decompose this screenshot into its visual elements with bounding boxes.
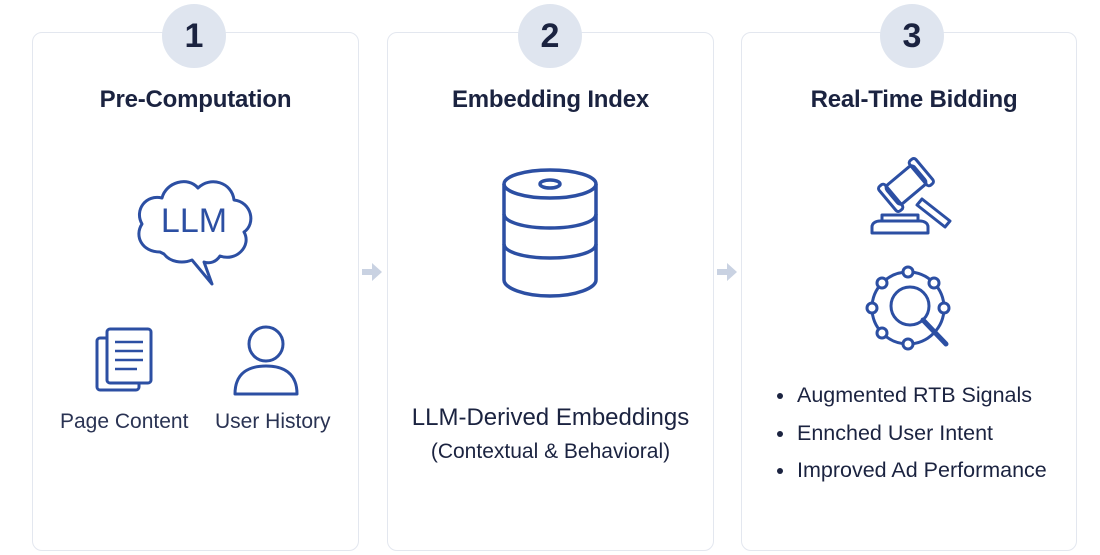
step-number-badge: 1 xyxy=(162,4,226,68)
document-icon xyxy=(95,327,153,392)
arrow-right-icon xyxy=(362,263,382,281)
step-title: Real-Time Bidding xyxy=(810,86,1018,113)
user-history-label: User History xyxy=(215,410,331,433)
step-panel-pre-computation xyxy=(32,32,359,551)
step-title: Embedding Index xyxy=(451,86,650,113)
database-icon xyxy=(502,168,598,298)
network-search-icon xyxy=(865,265,951,351)
step-panel-real-time-bidding xyxy=(741,32,1077,551)
step-number-badge: 2 xyxy=(518,4,582,68)
embeddings-title: LLM-Derived Embeddings xyxy=(411,404,690,431)
list-item: Augmented RTB Signals xyxy=(775,380,1047,418)
step-title: Pre-Computation xyxy=(99,86,292,113)
list-item: Ennched User Intent xyxy=(775,418,1047,456)
benefits-list: Augmented RTB Signals Ennched User Inten… xyxy=(775,380,1047,493)
step-number-badge: 3 xyxy=(880,4,944,68)
page-content-label: Page Content xyxy=(60,410,189,433)
embeddings-subtitle: (Contextual & Behavioral) xyxy=(430,440,671,463)
gavel-icon xyxy=(870,157,952,235)
user-icon xyxy=(233,325,299,396)
llm-icon-text: LLM xyxy=(161,202,227,240)
llm-cloud-icon: LLM xyxy=(137,180,253,286)
step-panel-embedding-index xyxy=(387,32,714,551)
arrow-right-icon xyxy=(717,263,737,281)
list-item: Improved Ad Performance xyxy=(775,455,1047,493)
